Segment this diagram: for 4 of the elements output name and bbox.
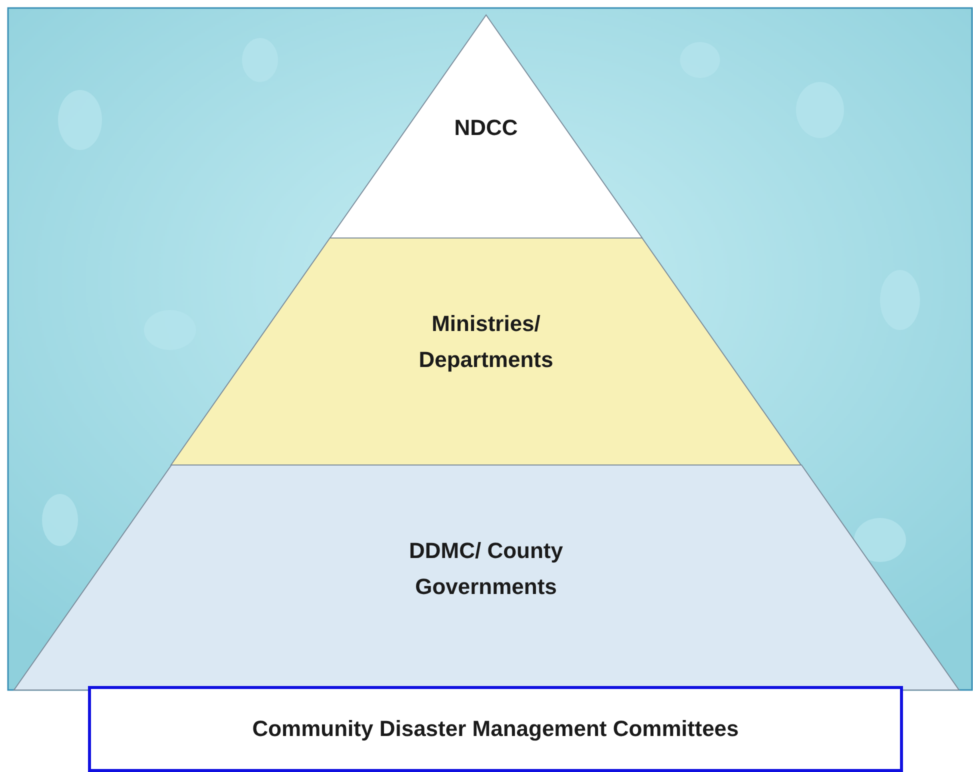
tier-label: Ministries/ Departments — [418, 310, 554, 374]
base-box: Community Disaster Management Committees — [88, 686, 903, 772]
tier-label: NDCC — [453, 114, 519, 142]
tier-label: DDMC/ County Governments — [408, 537, 564, 602]
